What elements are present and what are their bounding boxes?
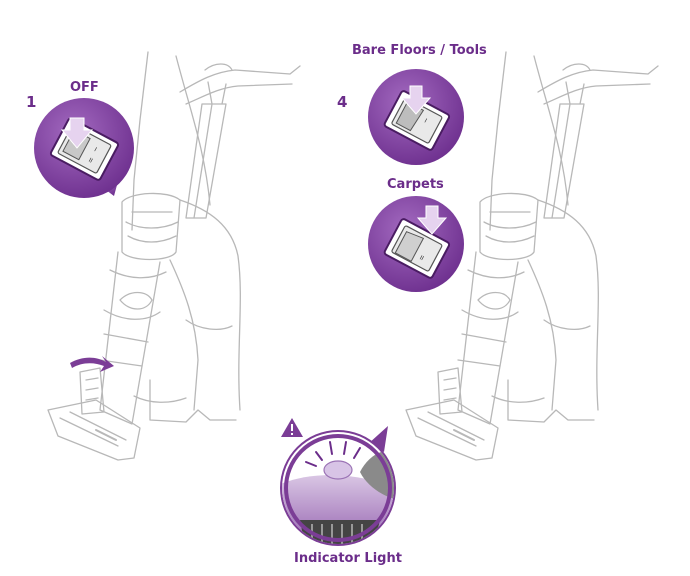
svg-text:I: I (93, 146, 98, 153)
svg-text:II: II (418, 254, 425, 262)
svg-text:II: II (87, 157, 94, 165)
press-down-arrow-icon (60, 117, 94, 149)
vacuum-illustration-right (405, 51, 659, 461)
switch-label-off: OFF (70, 80, 99, 95)
warning-triangle-icon (281, 418, 303, 437)
indicator-light-callout (280, 426, 396, 546)
vacuum-illustration-left (47, 51, 301, 461)
press-down-arrow-icon (400, 85, 432, 115)
switch-callout-bare-floors: I (368, 69, 464, 165)
indicator-light-label: Indicator Light (294, 551, 402, 566)
switch-label-bare-floors: Bare Floors / Tools (352, 43, 487, 58)
arrow-icon (70, 356, 114, 372)
press-down-arrow-icon (416, 205, 448, 235)
switch-label-carpets: Carpets (387, 177, 444, 192)
switch-callout-carpets: II (368, 196, 464, 292)
step-number-4: 4 (337, 93, 348, 111)
svg-text:I: I (423, 118, 428, 125)
switch-callout-off: I II (34, 98, 134, 198)
step-number-1: 1 (26, 93, 37, 111)
